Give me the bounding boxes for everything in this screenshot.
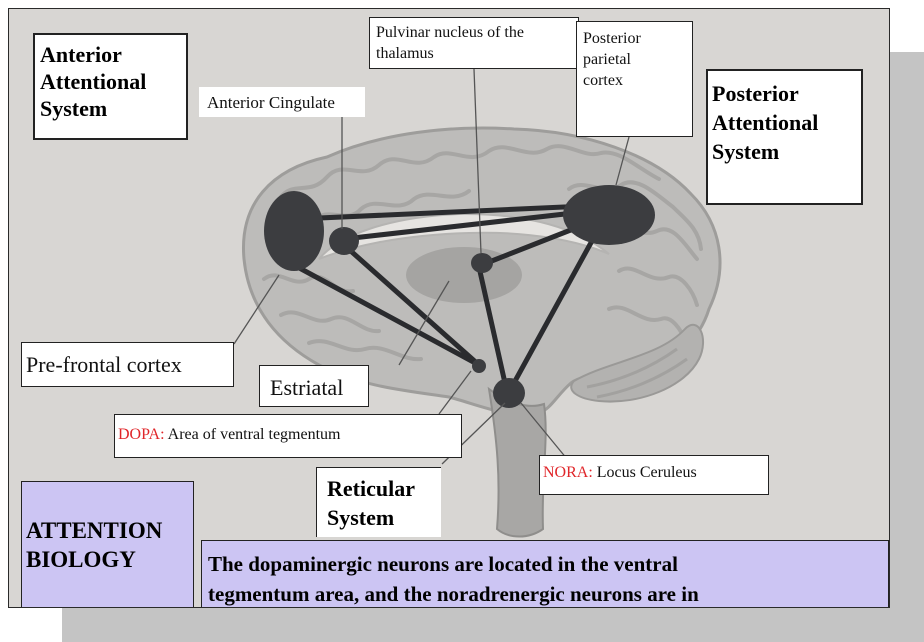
estriatal-label: Estriatal bbox=[259, 365, 369, 407]
slide-card: Anterior Attentional System Anterior Cin… bbox=[8, 8, 890, 608]
attention-biology-label: ATTENTION BIOLOGY bbox=[21, 481, 194, 608]
prefrontal-label: Pre-frontal cortex bbox=[21, 342, 234, 387]
caption-line-2: tegmentum area, and the noradrenergic ne… bbox=[208, 579, 888, 608]
caption-line-1: The dopaminergic neurons are located in … bbox=[208, 549, 888, 579]
dopa-label: DOPA: Area of ventral tegmentum bbox=[114, 414, 462, 458]
posterior-parietal-node bbox=[563, 185, 655, 245]
posterior-parietal-label: Posterior parietal cortex bbox=[576, 21, 693, 137]
pulvinar-label: Pulvinar nucleus of the thalamus bbox=[369, 17, 579, 69]
nora-label: NORA: Locus Ceruleus bbox=[539, 455, 769, 495]
anterior-cingulate-label: Anterior Cingulate bbox=[199, 87, 365, 117]
prefrontal-node bbox=[264, 191, 324, 271]
anterior-system-label: Anterior Attentional System bbox=[33, 33, 188, 140]
locus-ceruleus-node bbox=[493, 378, 525, 408]
estriatal-node bbox=[472, 359, 486, 373]
anterior-system-line-2: Attentional bbox=[40, 68, 186, 95]
reticular-system-label: Reticular System bbox=[316, 467, 441, 537]
anterior-system-line-1: Anterior bbox=[40, 41, 186, 68]
dopa-prefix: DOPA: bbox=[118, 426, 165, 443]
nora-prefix: NORA: bbox=[543, 464, 593, 481]
pulvinar-node bbox=[471, 253, 493, 273]
anterior-system-line-3: System bbox=[40, 95, 186, 122]
posterior-system-label: Posterior Attentional System bbox=[706, 69, 863, 205]
caption-box: The dopaminergic neurons are located in … bbox=[201, 540, 889, 608]
anterior-cingulate-node bbox=[329, 227, 359, 255]
